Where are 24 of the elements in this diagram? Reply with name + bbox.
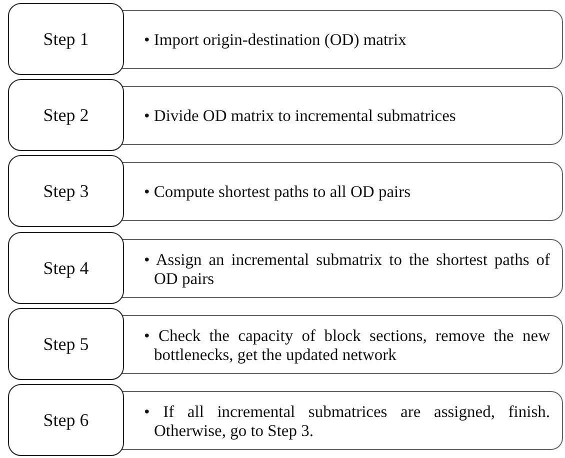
step-description: • Divide OD matrix to incremental submatrices — [144, 106, 456, 125]
step-description: • If all incremental submatrices are assigned, finish. Otherwise, go to Step 3. — [144, 402, 550, 440]
step-label: Step 1 — [43, 28, 89, 50]
description-box — [122, 86, 563, 145]
description-box — [122, 162, 563, 221]
step-label: Step 4 — [43, 258, 89, 278]
description-box — [122, 239, 563, 298]
description-box — [122, 10, 563, 69]
step-box — [8, 232, 124, 304]
step-box — [8, 384, 124, 456]
step-label: Step 5 — [43, 334, 89, 354]
step-description: • Assign an incremental submatrix to the shortest paths of OD pairs — [144, 250, 550, 288]
step-box — [8, 3, 124, 75]
description-box — [122, 315, 563, 374]
step-label: Step 2 — [43, 104, 89, 126]
step-description: • Import origin-destination (OD) matrix — [144, 30, 406, 49]
step-description: • Compute shortest paths to all OD pairs — [144, 182, 411, 201]
step-box — [8, 308, 124, 380]
description-box — [122, 391, 563, 450]
step-label: Step 3 — [43, 180, 89, 202]
step-box — [8, 79, 124, 151]
step-box — [8, 155, 124, 227]
step-label: Step 6 — [43, 410, 89, 430]
step-description: • Check the capacity of block sections, remove the new bottlenecks, get the updated network — [144, 326, 550, 364]
